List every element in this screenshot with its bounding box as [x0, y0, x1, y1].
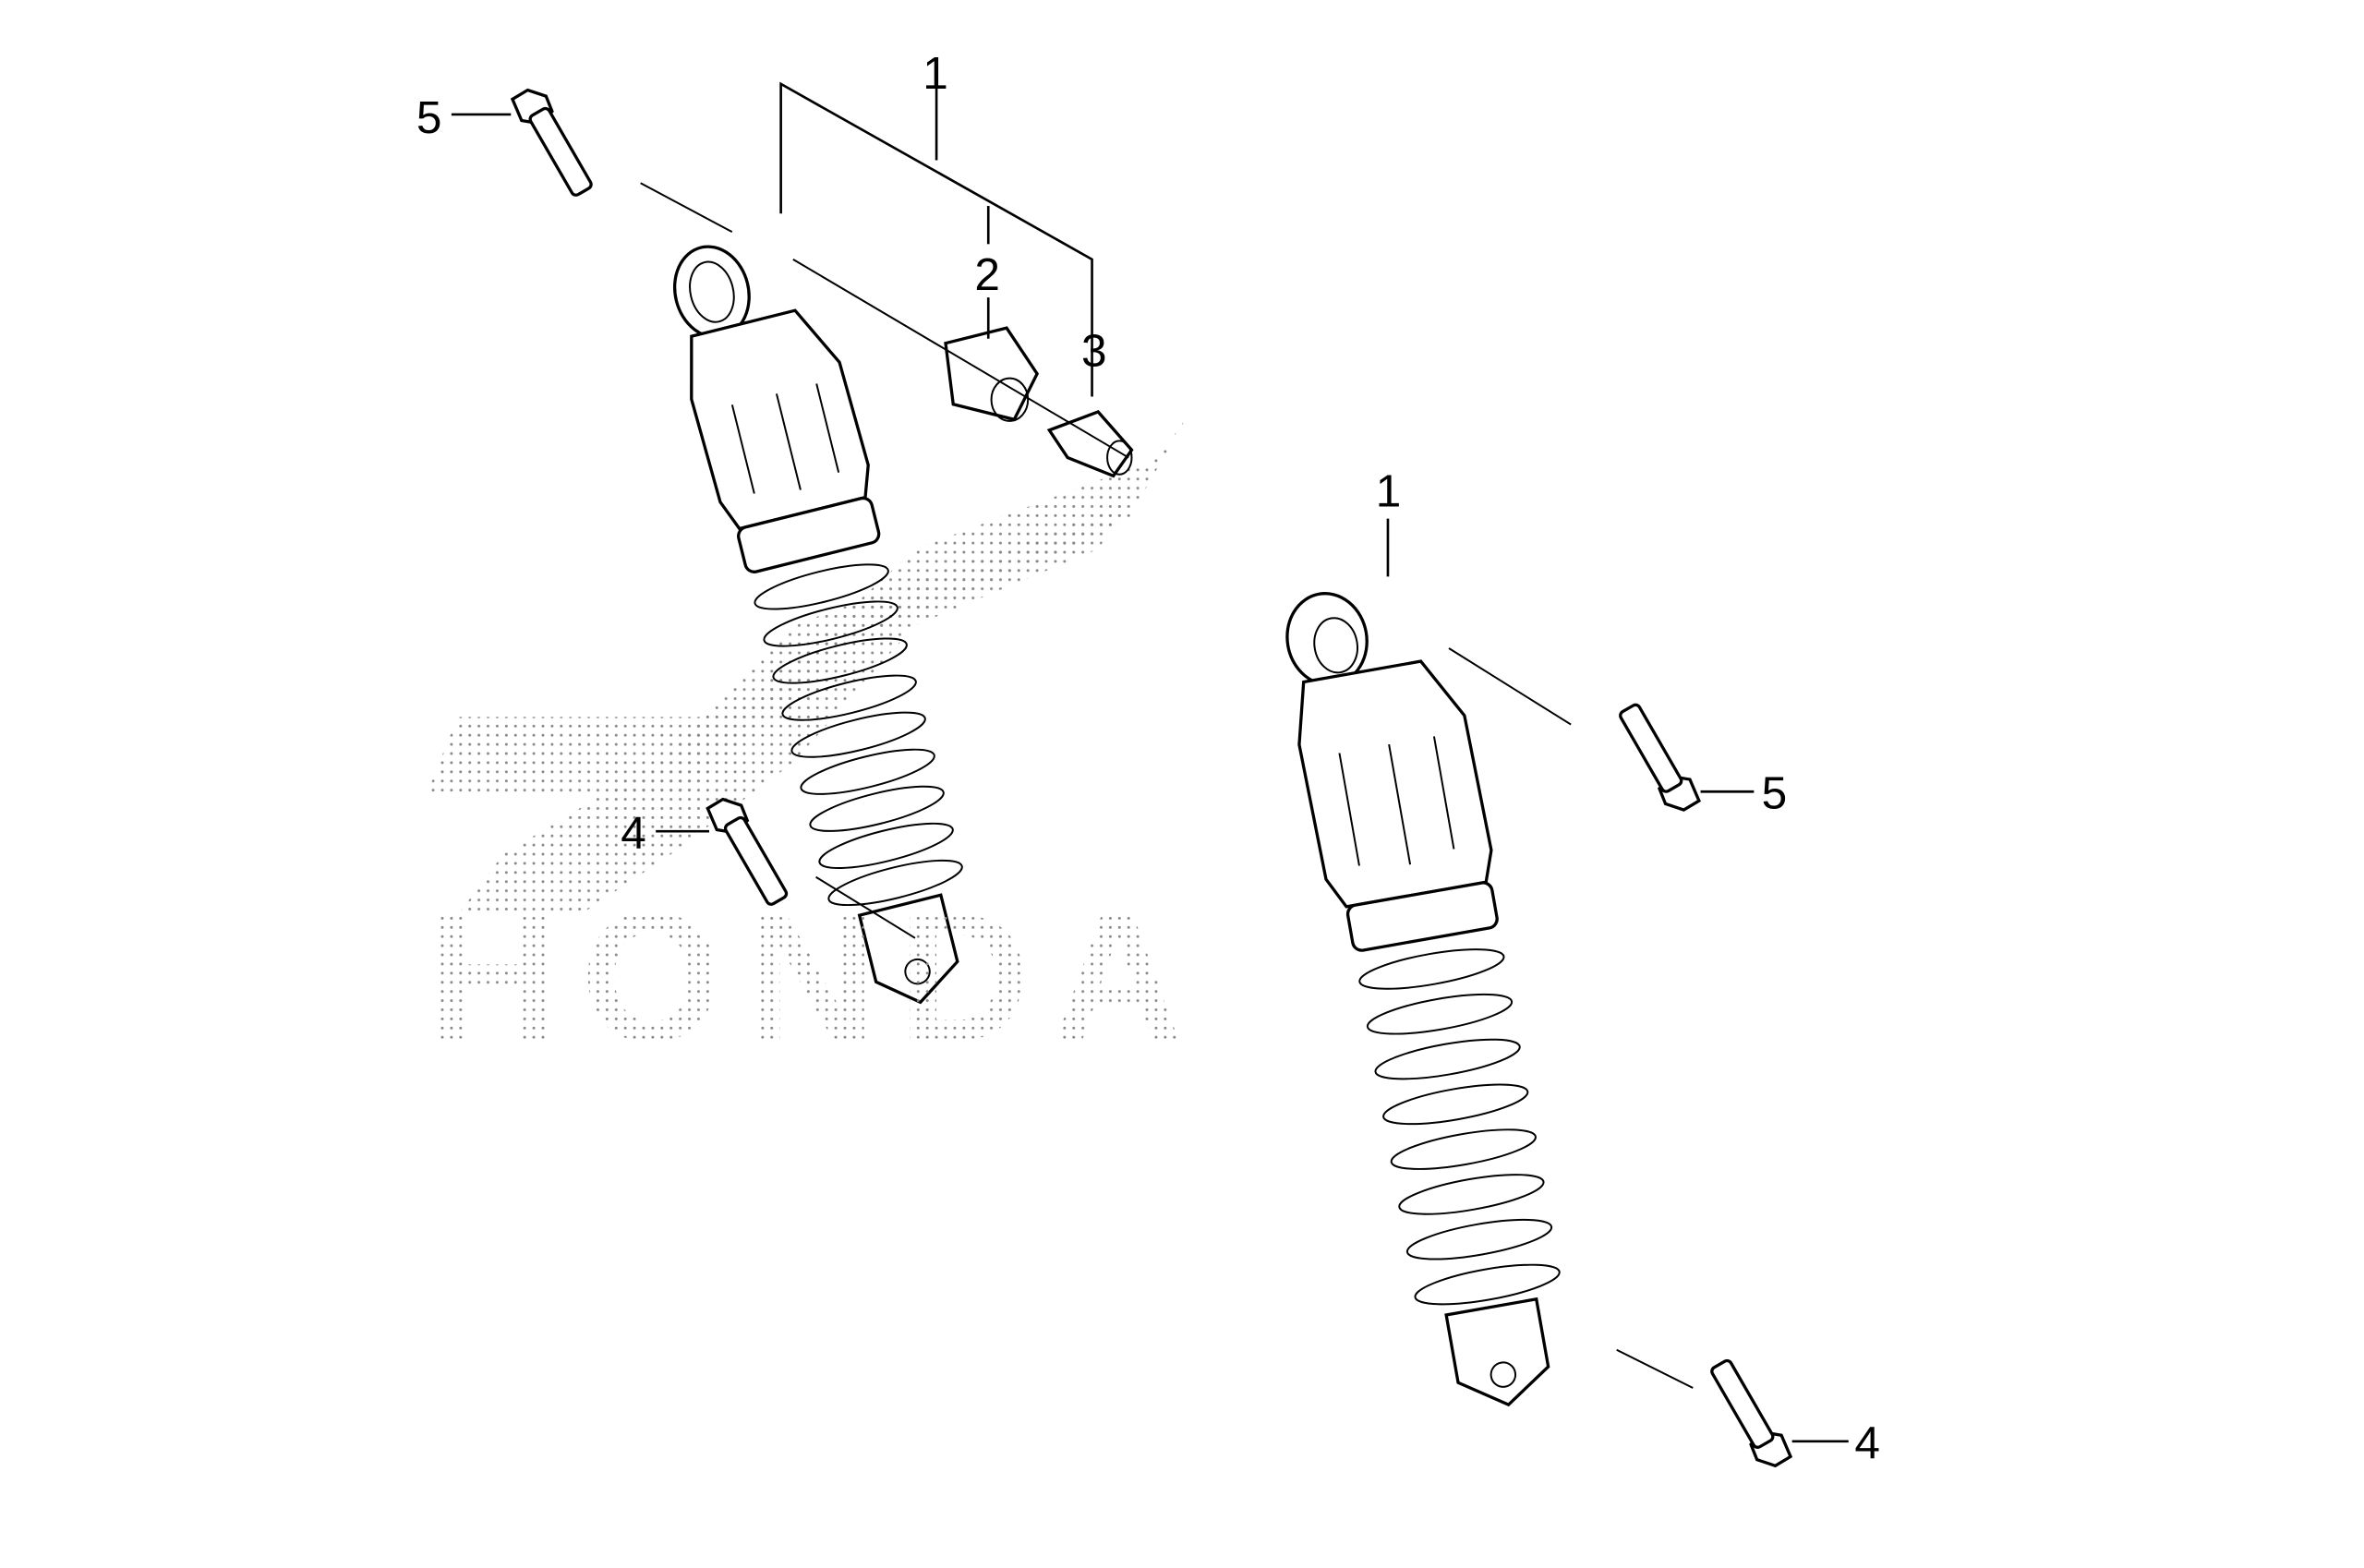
honda-wing-watermark — [427, 412, 1190, 916]
callout-4-right: 4 — [1854, 1417, 1880, 1468]
leader-lines — [451, 81, 1849, 1443]
collar — [1046, 410, 1134, 478]
callout-5-left: 5 — [416, 92, 442, 143]
callout-1-right: 1 — [1376, 465, 1402, 516]
upper-bolt-left — [511, 88, 595, 199]
shock-absorber-right — [1285, 592, 1561, 1407]
callout-5-right: 5 — [1762, 767, 1788, 818]
axis-line-upper-bolt-right — [1448, 647, 1572, 726]
axis-line-top-left — [792, 258, 1129, 459]
axis-line-lower-bolt-left — [815, 875, 916, 939]
bushing — [944, 326, 1040, 422]
callout-1-left: 1 — [923, 48, 948, 99]
upper-bolt-right — [1617, 701, 1701, 812]
callout-4-left: 4 — [621, 807, 646, 858]
axis-line-upper-bolt-left — [640, 182, 733, 233]
shock-absorber-left — [672, 245, 963, 1005]
callout-3: 3 — [1081, 325, 1107, 376]
axis-line-lower-bolt-right — [1616, 1348, 1694, 1389]
callout-2: 2 — [974, 249, 1000, 300]
watermark-text: HONDA — [427, 874, 1204, 1079]
lower-bolt-right — [1708, 1357, 1792, 1467]
